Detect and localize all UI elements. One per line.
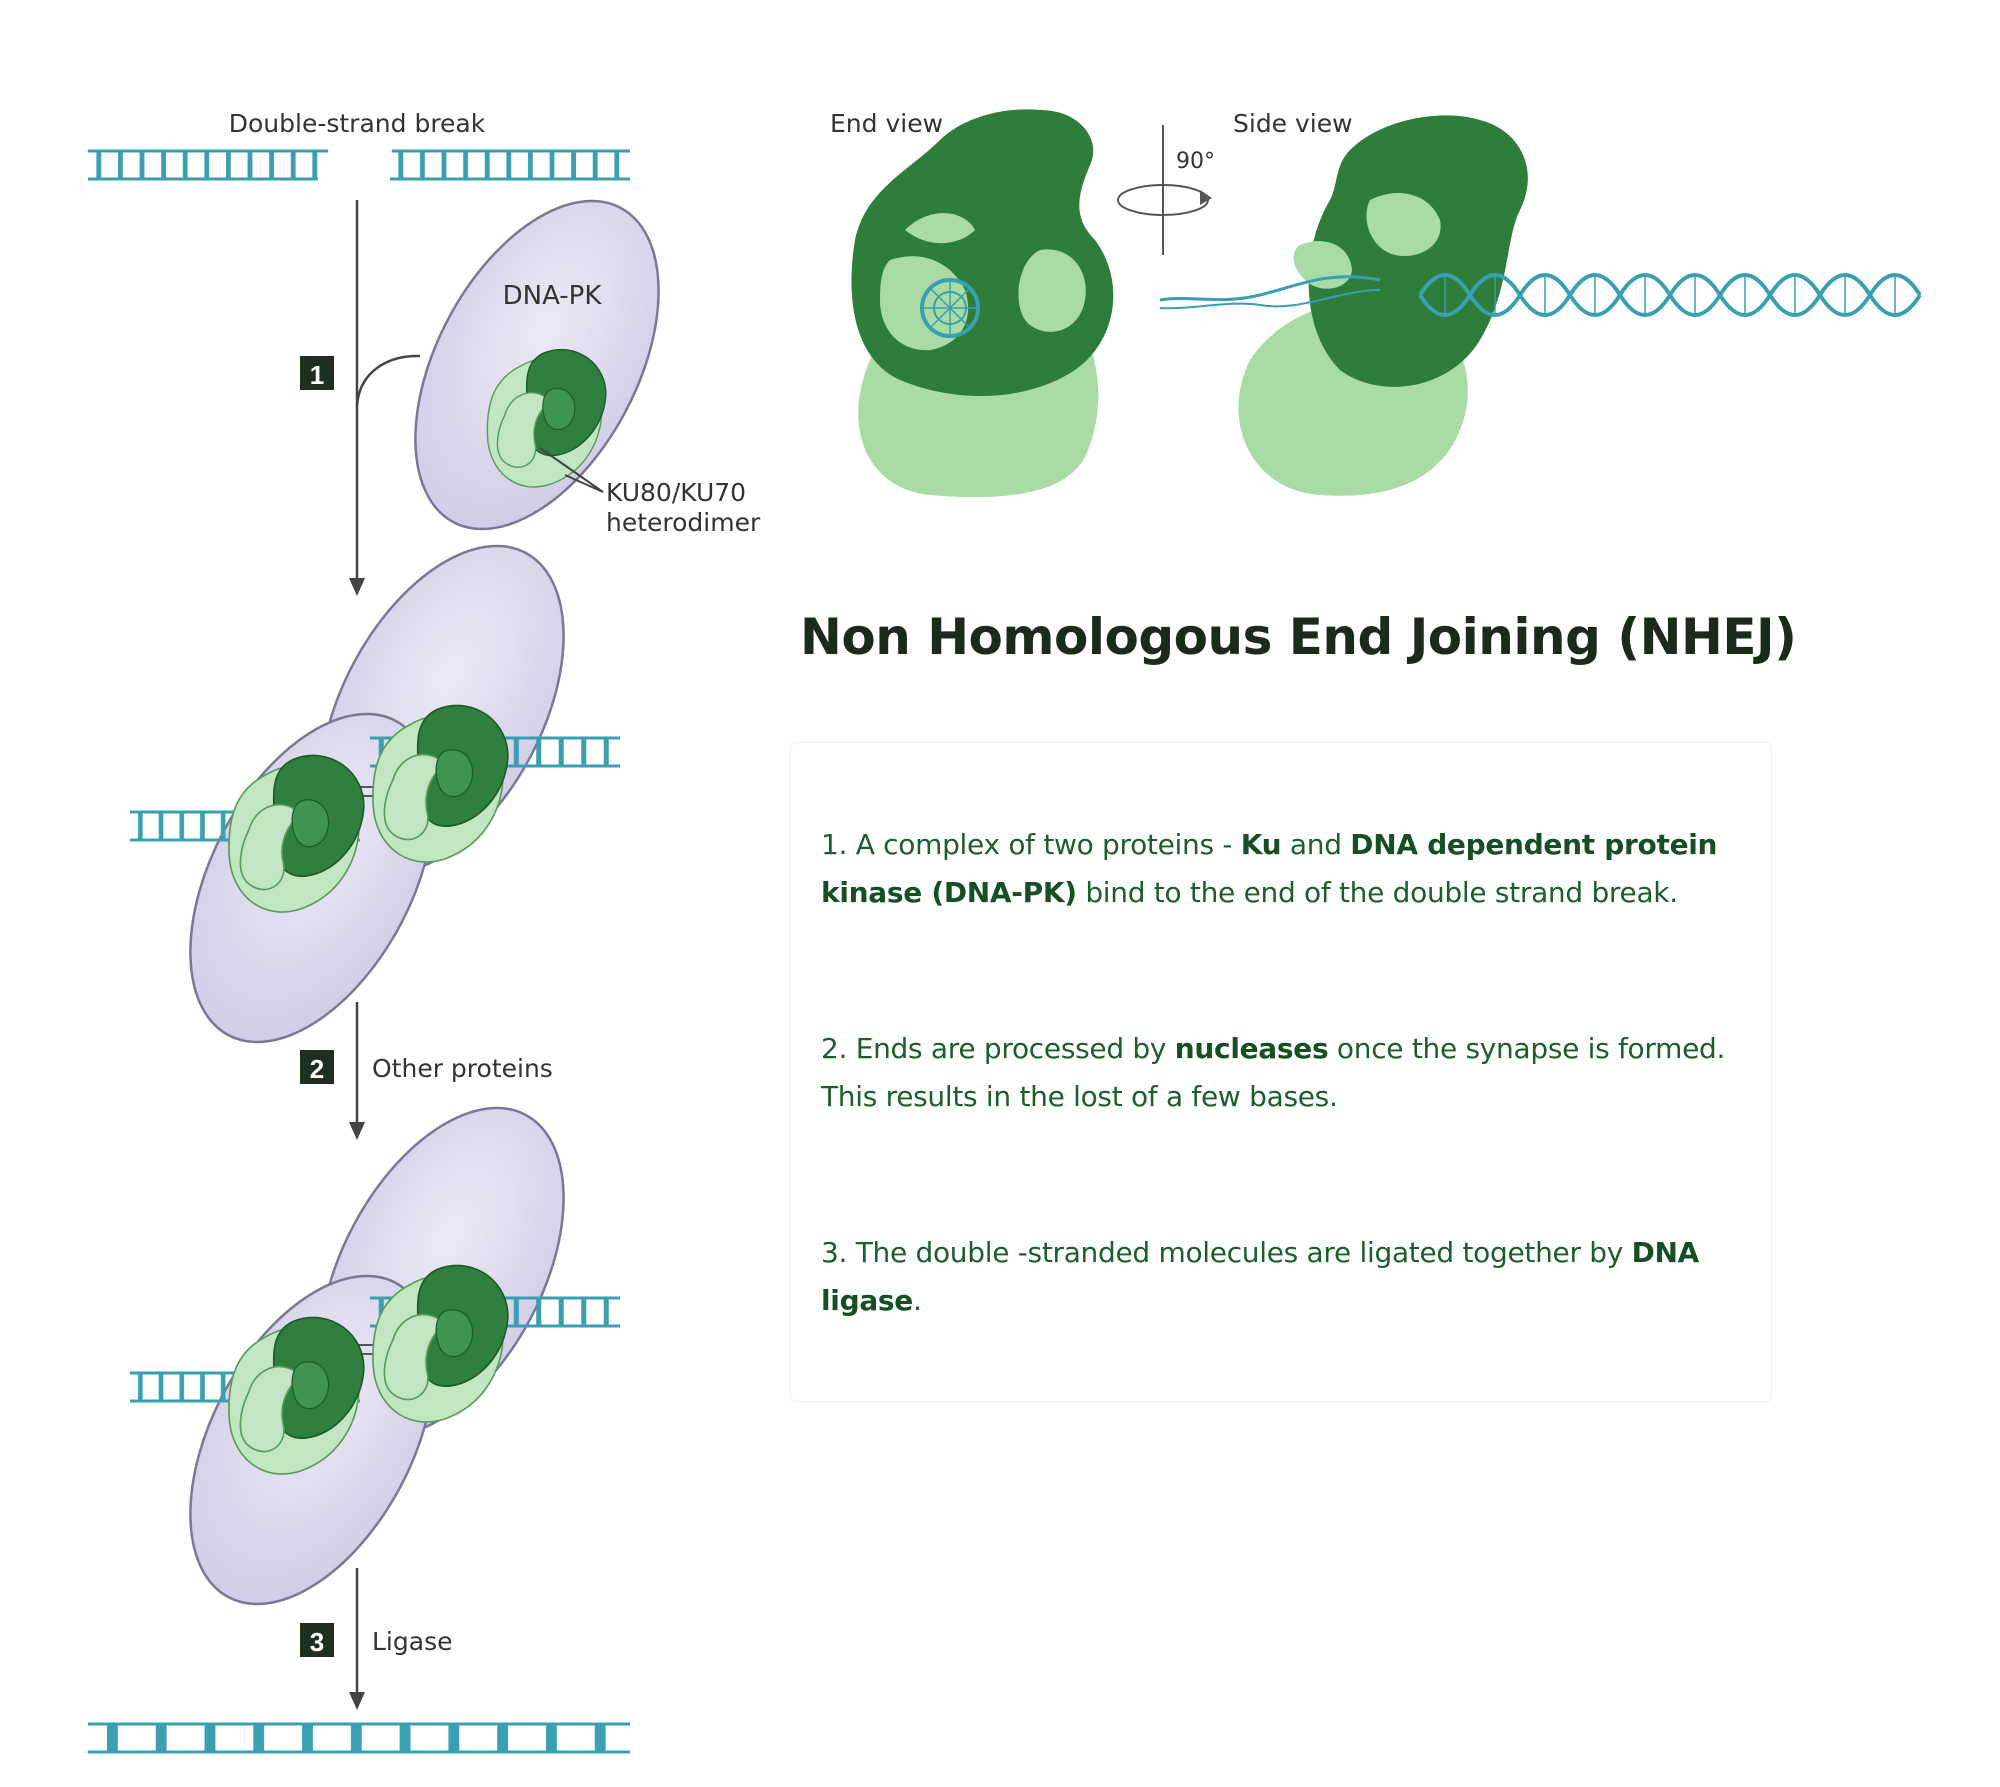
dna-pk-label: DNA-PK <box>503 281 603 311</box>
ligation-complex <box>130 1066 620 1646</box>
svg-text:3: 3 <box>310 1627 324 1657</box>
rotation-indicator: 90° <box>1117 125 1215 255</box>
step-1-marker <box>300 356 334 390</box>
ku-label: KU80/KU70 <box>606 478 746 507</box>
side-view-label: Side view <box>1233 109 1353 138</box>
end-view-label: End view <box>830 109 943 138</box>
step-3-marker <box>300 1623 334 1657</box>
ligase-label: Ligase <box>372 1627 452 1656</box>
broken-dna <box>88 148 630 181</box>
step-3-text: 3. The double -stranded molecules are li… <box>821 1236 1700 1317</box>
step-2-text: 2. Ends are processed by nucleases once … <box>821 1032 1726 1113</box>
page-title: Non Homologous End Joining (NHEJ) <box>800 608 1797 666</box>
other-proteins-label: Other proteins <box>372 1054 553 1083</box>
steps-panel: 1. A complex of two proteins - Ku and DN… <box>790 742 1772 1402</box>
svg-text:2: 2 <box>310 1054 324 1084</box>
rotation-angle-label: 90° <box>1176 149 1215 174</box>
side-view-structure <box>1159 115 1922 496</box>
step-1-text: 1. A complex of two proteins - Ku and DN… <box>821 828 1718 909</box>
synapse-complex <box>130 504 620 1084</box>
double-strand-break-label: Double-strand break <box>229 109 486 138</box>
step-2-marker <box>300 1050 334 1084</box>
end-view-structure <box>851 109 1114 498</box>
ku-label-2: heterodimer <box>606 508 761 537</box>
repaired-dna <box>88 1723 630 1753</box>
svg-text:1: 1 <box>310 360 324 390</box>
